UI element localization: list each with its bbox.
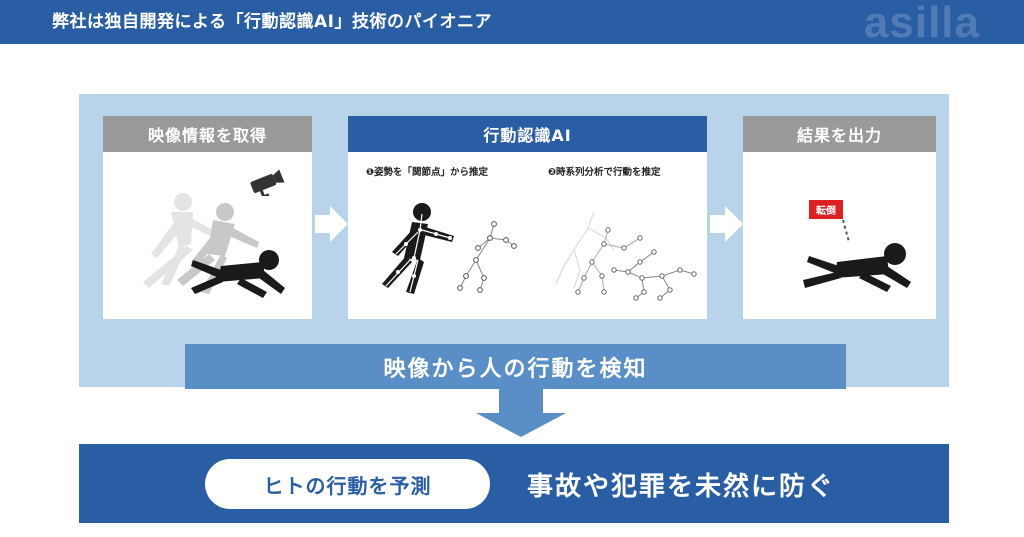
timeseries-graph-icon [555,211,697,301]
keypoint-graph-icon [457,221,517,293]
card-ai: 行動認識AI ❶姿勢を「関節点」から推定 ❷時系列分析で行動を推定 [348,116,707,319]
card-ai-title: 行動認識AI [348,116,707,152]
arrow-right-1-stem [315,215,331,233]
camera-icon [250,169,285,196]
card-input-title: 映像情報を取得 [103,116,312,152]
arrow-right-2-icon [725,206,743,242]
down-arrow-icon [476,413,566,437]
detect-band: 映像から人の行動を検知 [185,344,846,389]
arrow-right-1-icon [330,206,348,242]
fallen-person-icon [803,219,911,292]
falling-person-icon [143,193,285,298]
brand-logo: asilla [863,0,980,47]
step-2-label: ❷時系列分析で行動を推定 [548,167,661,178]
step-1-label: ❶姿勢を「関節点」から推定 [366,167,489,178]
card-output: 結果を出力 転倒 [743,116,936,319]
card-output-title: 結果を出力 [743,116,936,152]
card-input: 映像情報を取得 [103,116,312,319]
down-arrow-stem [499,389,543,413]
fall-alert-badge: 転倒 [809,200,843,219]
header-bar: 弊社は独自開発による「行動認識AI」技術のパイオニア asilla [0,0,1024,47]
arrow-right-2-stem [710,215,726,233]
skeleton-person-icon [382,203,454,294]
prevent-text: 事故や犯罪を未然に防ぐ [527,472,836,502]
predict-pill: ヒトの行動を予測 [205,459,490,509]
page-title: 弊社は独自開発による「行動認識AI」技術のパイオニア [52,12,492,32]
